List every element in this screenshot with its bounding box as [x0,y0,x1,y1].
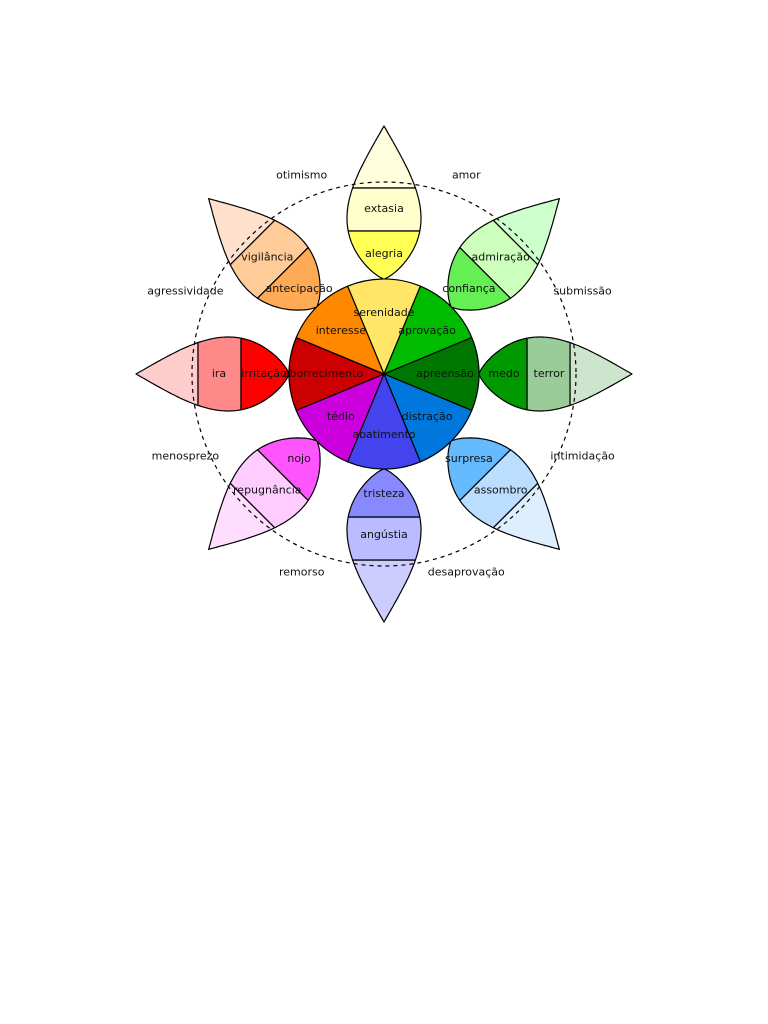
emotion-label-terror: terror [534,367,565,380]
emotion-label-surpresa: surpresa [445,452,493,465]
emotion-label-tristeza: tristeza [363,487,404,500]
emotion-label-antecipacao: antecipação [266,282,333,295]
petal-green-outer-band [459,219,539,299]
petal-orange-middle-band [257,247,321,311]
petal-dark-green-middle-band [474,337,528,411]
core-sector-orange [295,285,385,375]
emotion-label-vigilancia: vigilância [241,250,293,263]
petal-dark-green-tip-band [569,342,633,406]
dyad-ring [191,181,577,567]
petal-red-middle-band [240,337,294,411]
emotion-label-aprovacao: aprovação [398,324,456,337]
emotion-label-extasia: extasia [364,202,404,215]
core-sector-magenta [295,373,385,463]
ring-layer [191,181,577,567]
core-sector-yellow [347,278,421,375]
petal-orange-outer-band [229,219,309,299]
emotion-label-repugnancia: repugnância [233,484,302,497]
petal-blue-tip-band [492,482,560,550]
petal-orange-tip-band [208,198,276,266]
dyad-label-menosprezo: menosprezo [152,449,220,462]
core-sector-blue [383,373,473,463]
emotion-label-abatimento: abatimento [352,428,416,441]
emotion-label-alegria: alegria [365,247,403,260]
label-layer: serenidade alegria extasia aprovação confian… [147,168,615,578]
emotion-label-apreensao: apreensão [416,367,474,380]
petal-indigo-outer-band [346,516,422,561]
petal-green-middle-band [447,247,511,311]
emotion-label-serenidade: serenidade [353,306,414,319]
emotion-label-distracao: distração [402,410,453,423]
core-sector-indigo [347,373,421,470]
petal-yellow-outer-band [346,187,422,232]
emotion-label-interesse: interesse [316,324,367,337]
petal-blue-outer-band [459,449,539,529]
dyad-label-agressividade: agressividade [147,285,224,298]
dyad-label-submissao: submissão [553,285,612,298]
emotion-label-angustia: angústia [360,528,408,541]
petal-magenta-tip-band [208,482,276,550]
petal-yellow-tip-band [352,125,416,189]
petal-green-tip-band [492,198,560,266]
petal-yellow-middle-band [347,230,421,284]
core-sector-green [383,285,473,375]
petal-blue-middle-band [447,437,511,501]
petal-layer [135,125,633,623]
emotion-label-medo: medo [488,367,519,380]
emotion-label-nojo: nojo [287,452,311,465]
emotion-label-admiracao: admiração [472,250,531,263]
dyad-label-remorso: remorso [279,566,325,579]
core-layer [288,278,480,470]
petal-red-outer-band [197,336,242,412]
petal-magenta-outer-band [229,449,309,529]
petal-dark-green-outer-band [526,336,571,412]
petal-magenta-middle-band [257,437,321,501]
emotion-label-assombro: assombro [474,484,528,497]
dyad-label-amor: amor [452,168,481,181]
core-sector-red [288,337,385,411]
emotion-label-aborrecimento: aborrecimento [283,367,364,380]
dyad-label-desaprovacao: desaprovação [428,566,505,579]
dyad-label-intimidacao: intimidação [550,449,615,462]
petal-red-tip-band [135,342,199,406]
petal-indigo-middle-band [347,464,421,518]
emotion-label-irritacao: irritação [241,367,287,380]
core-sector-dark-green [383,337,480,411]
petal-indigo-tip-band [352,559,416,623]
dyad-label-otimismo: otimismo [276,168,327,181]
emotion-label-confianca: confiança [442,282,495,295]
emotion-label-tedio: tédio [327,410,355,423]
emotion-label-ira: ira [212,367,226,380]
